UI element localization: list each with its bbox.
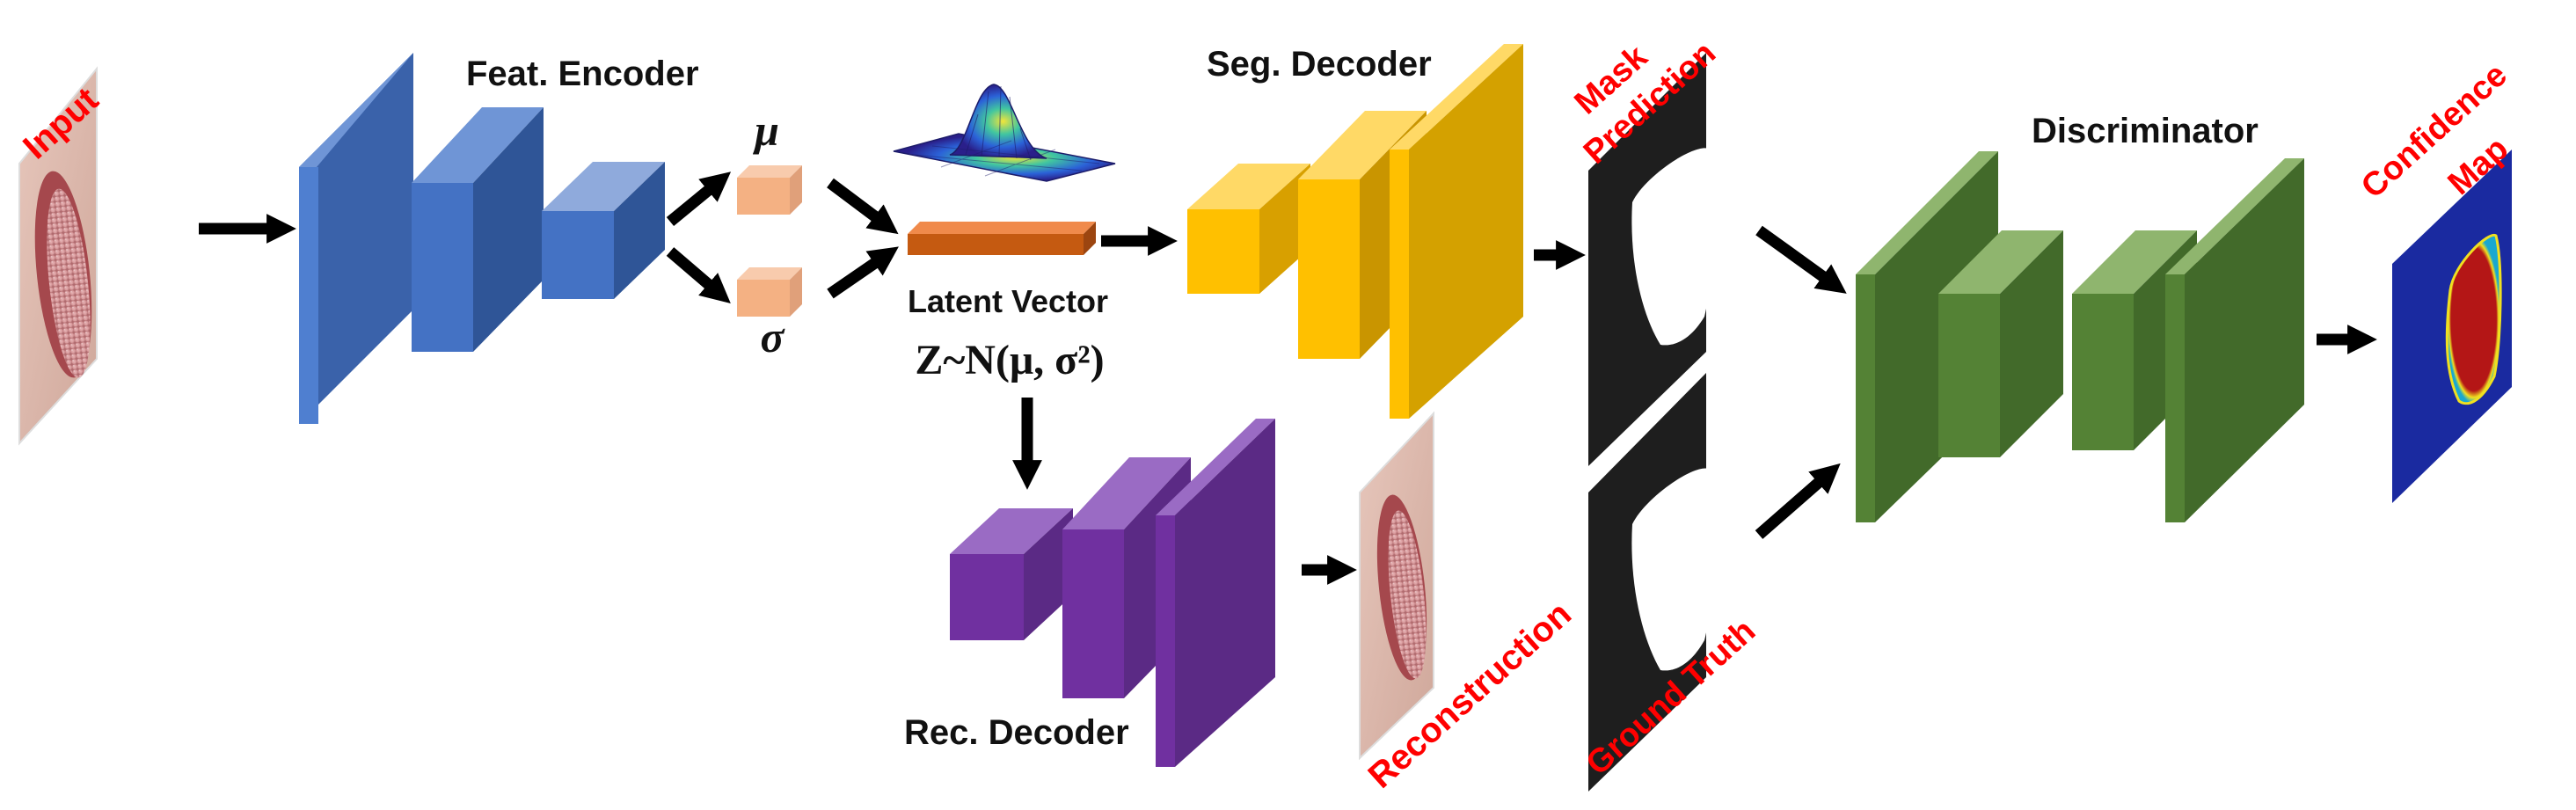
sigma-block	[737, 267, 802, 317]
arrow-sigma-to-latent	[827, 246, 899, 299]
mu-label: μ	[752, 106, 779, 155]
input-image	[18, 66, 98, 446]
arrow-gt-to-discriminator	[1755, 463, 1841, 539]
encoder-layer-3	[542, 162, 665, 299]
seg-decoder	[1187, 44, 1523, 419]
arrow-encoder-to-sigma	[666, 247, 731, 303]
encoder-layer-2	[412, 107, 544, 352]
seg-decoder-layer-1	[1187, 164, 1310, 294]
rec-decoder-layer-1	[950, 508, 1073, 640]
discriminator-layer-4	[2165, 158, 2304, 522]
discriminator-label: Discriminator	[2032, 112, 2259, 150]
ground-truth-image	[1588, 373, 1714, 792]
latent-vector-label: Latent Vector	[908, 283, 1108, 319]
encoder-layer-1	[299, 53, 413, 424]
mask-prediction-image	[1588, 53, 1714, 466]
feat-encoder	[299, 53, 665, 424]
latent-vector-block	[908, 222, 1096, 255]
rec-decoder	[950, 419, 1275, 767]
arrow-mu-to-latent	[827, 178, 899, 235]
arrow-mask-to-discriminator	[1755, 225, 1847, 294]
rec-decoder-layer-3	[1156, 419, 1275, 767]
feat-encoder-label: Feat. Encoder	[466, 55, 699, 93]
arrow-encoder-to-mu	[666, 171, 732, 227]
gaussian-surface-icon	[893, 84, 1116, 182]
mu-block	[737, 165, 802, 215]
rec-decoder-label: Rec. Decoder	[904, 713, 1129, 752]
reconstruction-image	[1359, 411, 1434, 761]
seg-decoder-label: Seg. Decoder	[1207, 45, 1432, 84]
sigma-label: σ	[761, 312, 786, 361]
discriminator-layer-2	[1938, 230, 2063, 457]
discriminator	[1856, 151, 2304, 522]
latent-formula: Z~N(μ, σ²)	[915, 337, 1104, 383]
seg-decoder-layer-3	[1390, 44, 1523, 419]
confidence-map-image	[2392, 150, 2512, 503]
